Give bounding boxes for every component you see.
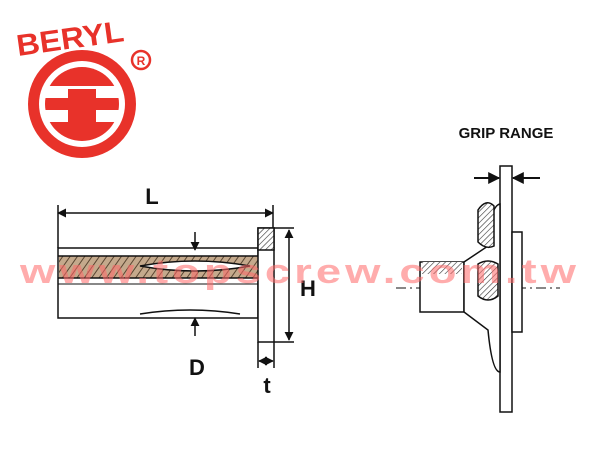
brand-logo: BERYL R	[14, 15, 152, 158]
length-label: L	[145, 184, 158, 209]
rivet-nut-side-view	[57, 205, 294, 368]
registered-mark-ring	[130, 49, 152, 71]
watermark-text: www.topscrew.com.tw	[19, 253, 580, 291]
height-label: H	[300, 276, 316, 301]
body-slot	[139, 260, 251, 272]
grip-range-label: GRIP RANGE	[459, 125, 554, 142]
registered-mark: R	[137, 54, 146, 68]
diameter-label: D	[189, 355, 205, 380]
logo-emblem-icon	[28, 50, 136, 158]
thickness-label: t	[263, 373, 271, 398]
installed-view	[396, 165, 560, 413]
